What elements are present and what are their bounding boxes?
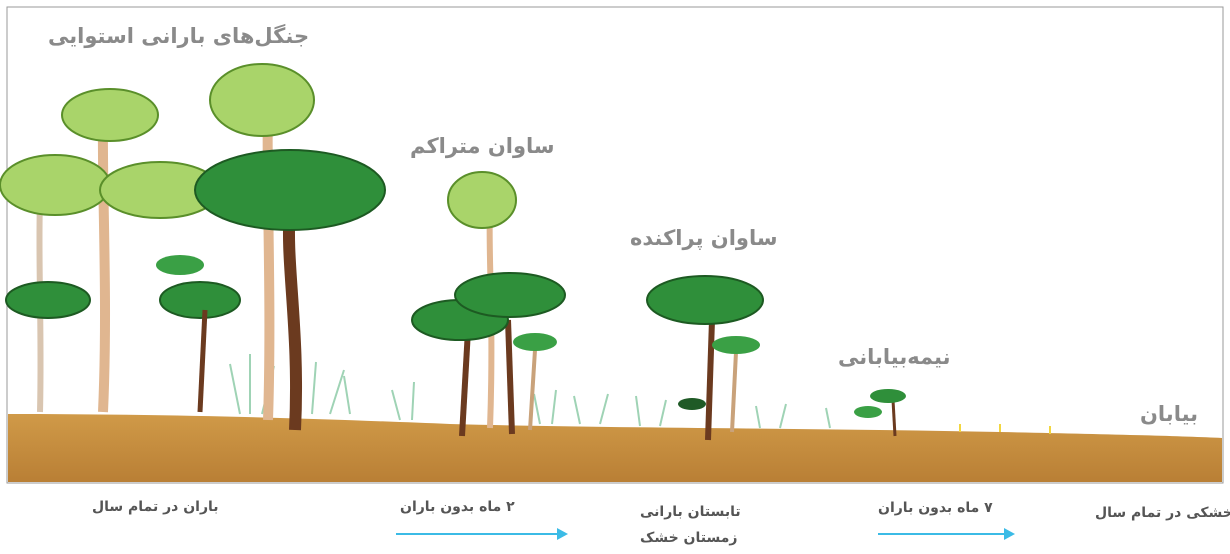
arrow-1 bbox=[396, 528, 568, 540]
label-rainforest: جنگل‌های بارانی استوایی bbox=[48, 24, 310, 48]
caption-rainy-summer: تابستان بارانی bbox=[640, 504, 741, 520]
sparse-savanna-trees bbox=[646, 275, 764, 441]
label-semi-desert: نیمه‌بیابانی bbox=[838, 345, 951, 369]
dense-savanna-trees bbox=[411, 171, 566, 437]
rainforest-trees bbox=[0, 63, 386, 431]
label-dense-savanna: ساوان متراکم bbox=[410, 134, 555, 158]
diagram-frame bbox=[6, 6, 1224, 484]
caption-dry-winter: زمستان خشک bbox=[640, 530, 738, 546]
caption-seven-months-no-rain: ۷ ماه بدون باران bbox=[878, 500, 993, 516]
semi-desert-plants bbox=[854, 389, 906, 437]
ground bbox=[8, 414, 1222, 482]
caption-rain-all-year: باران در تمام سال bbox=[92, 499, 219, 515]
caption-dry-all-year: خشکی در تمام سال bbox=[1095, 505, 1230, 521]
desert-sprigs bbox=[959, 424, 1051, 434]
label-desert: بیابان bbox=[1140, 402, 1199, 426]
caption-two-months-no-rain: ۲ ماه بدون باران bbox=[400, 499, 515, 515]
arrow-2 bbox=[878, 528, 1015, 540]
label-sparse-savanna: ساوان پراکنده bbox=[630, 226, 778, 250]
